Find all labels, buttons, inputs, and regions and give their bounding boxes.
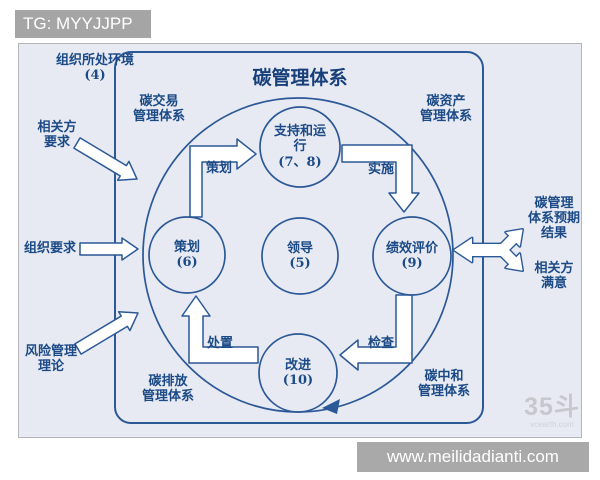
node-planning-label: 策划 [173, 239, 200, 255]
circle-improvement [258, 333, 338, 413]
circle-support-operation [259, 106, 341, 188]
flow-label-plan: 策划 [205, 161, 232, 176]
logo-watermark-site: vcearth.com [530, 420, 574, 429]
label-stakeholder-req: 相关方 要求 [37, 120, 77, 151]
tg-badge: TG: MYYJJPP [15, 10, 151, 38]
label-stakeholder-satisfied: 相关方 满意 [534, 261, 574, 292]
arrow-output-trident-fill [454, 229, 523, 271]
arrow-risk-theory-input [74, 311, 139, 355]
label-org-req: 组织要求 [23, 241, 76, 256]
node-improvement: 改进 (10) [259, 334, 337, 412]
node-evaluation-number: (9) [401, 256, 423, 271]
label-subsystem-emission: 碳排放 管理体系 [141, 374, 194, 405]
node-improvement-number: (10) [282, 373, 314, 388]
flow-label-do: 实施 [367, 162, 394, 177]
label-subsystem-neutral: 碳中和 管理体系 [417, 369, 470, 400]
arrow-org-req-input [79, 237, 139, 261]
website-watermark-bar: www.meilidadianti.com [357, 442, 589, 472]
arrow-stakeholder-req-input [73, 137, 138, 181]
circle-planning [148, 216, 226, 294]
label-subsystem-trade: 碳交易 管理体系 [132, 94, 185, 125]
node-evaluation-label: 绩效评价 [385, 240, 438, 256]
node-planning-number: (6) [176, 255, 198, 270]
label-environment: 组织所处环境 (4) [55, 53, 134, 84]
node-support-label: 支持和运 行 [273, 124, 326, 155]
node-support-number: (7、8) [278, 154, 322, 170]
flow-label-check: 检查 [367, 336, 394, 351]
diagram-title: 碳管理体系 [252, 67, 348, 89]
circle-evaluation [372, 216, 452, 296]
logo-watermark: 35斗 vcearth.com [512, 393, 592, 430]
arrow-evaluation-to-improvement [339, 294, 413, 371]
arrow-support-to-evaluation [341, 144, 420, 213]
node-leadership-label: 领导 [286, 240, 313, 256]
node-evaluation: 绩效评价 (9) [373, 217, 451, 295]
management-system-box [114, 51, 484, 424]
logo-watermark-text: 35斗 [524, 393, 580, 421]
circle-leadership [261, 217, 339, 295]
node-leadership-number: (5) [289, 256, 311, 271]
label-risk-theory: 风险管理 理论 [24, 344, 77, 375]
arrow-planning-to-support [189, 138, 257, 218]
label-subsystem-asset: 碳资产 管理体系 [419, 94, 472, 125]
node-planning: 策划 (6) [149, 217, 225, 293]
node-leadership: 领导 (5) [262, 218, 338, 294]
node-support-operation: 支持和运 行 (7、8) [260, 107, 340, 187]
label-expected-result: 碳管理 体系预期 结果 [527, 196, 580, 242]
node-improvement-label: 改进 [284, 357, 311, 373]
flow-label-act: 处置 [206, 336, 233, 351]
arrow-improvement-to-planning [181, 295, 259, 364]
cycle-direction-arrowhead [322, 399, 340, 414]
